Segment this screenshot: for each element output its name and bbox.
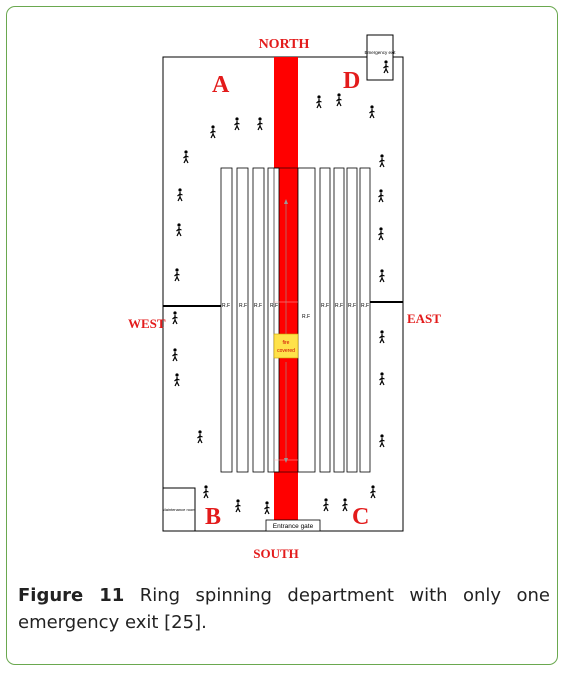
- machine-frame-right-2: [319, 167, 331, 473]
- machine-label: R.F: [222, 303, 230, 309]
- zone-a-label: A: [212, 72, 230, 98]
- east-label: EAST: [407, 311, 441, 326]
- machine-label: R.F: [270, 303, 278, 309]
- zone-d-label: D: [343, 68, 360, 94]
- machine-label: R.F: [335, 303, 343, 309]
- entrance-gate: [265, 519, 321, 532]
- maintenance-room-label: Maintenance room: [162, 507, 196, 512]
- machine-frame-left-3: [252, 167, 265, 473]
- machine-frame-left-1: [220, 167, 233, 473]
- machine-label: R.F: [348, 303, 356, 309]
- machine-frame-right-1: [297, 167, 316, 473]
- machine-label: R.F: [321, 303, 329, 309]
- machine-frame-left-4: [267, 167, 280, 473]
- zone-c-label: C: [352, 504, 369, 530]
- figure-frame: [6, 6, 558, 665]
- fire-covered-box: [273, 333, 299, 359]
- machine-frame-left-2: [236, 167, 249, 473]
- maintenance-room-box: [162, 487, 196, 532]
- machine-frame-right-3: [333, 167, 345, 473]
- machine-frame-right-4: [346, 167, 358, 473]
- machine-label: R.F: [361, 303, 369, 309]
- machine-label: R.F: [302, 314, 310, 320]
- fire-label-2: covered: [277, 348, 295, 354]
- west-label: WEST: [128, 316, 166, 331]
- emergency-exit-box: [366, 34, 394, 81]
- figure-caption: Figure 11 Ring spinning department with …: [18, 582, 550, 636]
- figure-label: Figure 11: [18, 585, 125, 606]
- machine-frame-right-5: [359, 167, 371, 473]
- machine-label: R.F: [254, 303, 262, 309]
- floor-plan-diagram: Emergency exit Maintenance room fire cov…: [128, 34, 441, 561]
- emergency-exit-label: Emergency exit: [364, 50, 396, 55]
- south-label: SOUTH: [253, 546, 299, 561]
- north-label: NORTH: [259, 37, 310, 52]
- fire-label-1: fire: [283, 340, 290, 346]
- figure-caption-text: Ring spinning department with only one e…: [18, 585, 550, 633]
- entrance-gate-label: Entrance gate: [273, 523, 314, 530]
- machine-label: R.F: [239, 303, 247, 309]
- zone-b-label: B: [205, 504, 221, 530]
